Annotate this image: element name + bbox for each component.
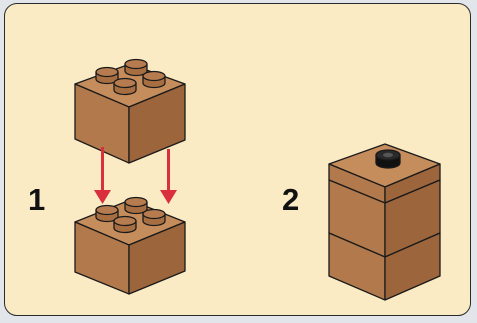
stacked-bricks-icon [328,143,441,301]
stud-icon [142,70,166,89]
step-1-number: 1 [28,182,46,217]
stud-icon [113,215,137,234]
instruction-illustration [74,58,441,301]
stud-icon [375,149,401,169]
instruction-panel: 1 2 [4,3,471,316]
top-brick-icon [74,58,186,164]
bottom-brick-icon [74,196,186,295]
step-2-number: 2 [282,182,300,217]
stud-icon [95,66,119,85]
down-arrow-icon [160,149,177,204]
stud-icon [142,208,166,227]
stud-icon [124,58,148,77]
down-arrow-icon [94,147,111,204]
stud-icon [113,77,137,96]
stud-icon [124,196,148,215]
